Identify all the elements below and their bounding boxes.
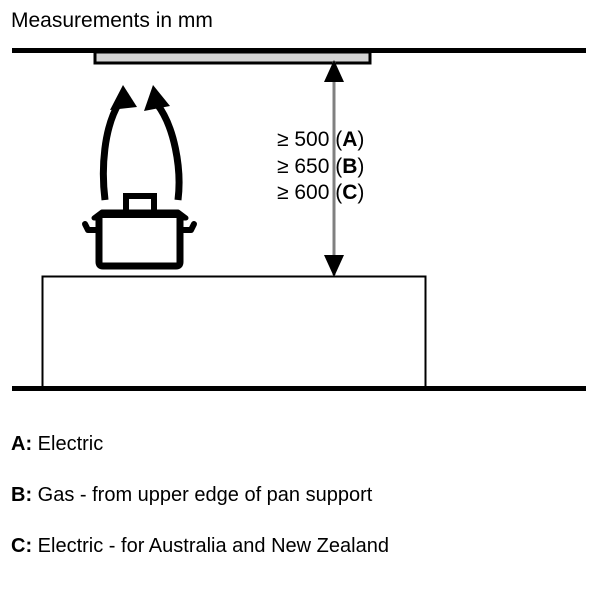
legend: A: Electric B: Gas - from upper edge of … <box>11 419 591 572</box>
dimension-paren-open-b: ( <box>335 154 343 178</box>
dimension-code-b: B <box>342 154 358 178</box>
dimension-value-a: ≥ 500 <box>277 128 330 151</box>
dimension-arrowhead-down <box>324 255 344 277</box>
airflow-arrow-right <box>144 85 183 201</box>
dimension-code-a: A <box>342 128 358 151</box>
legend-row-b: B: Gas - from upper edge of pan support <box>11 470 591 521</box>
dimension-paren-close-c: ) <box>357 181 365 204</box>
legend-key-b: B: <box>11 484 33 506</box>
cooking-pot <box>82 193 197 270</box>
legend-row-c: C: Electric - for Australia and New Zeal… <box>11 521 591 572</box>
pot-handle-left <box>82 221 101 233</box>
legend-key-a: A: <box>11 433 33 455</box>
airflow-arrow-left <box>99 85 137 201</box>
dimension-value-b: ≥ 650 <box>277 154 330 178</box>
page-title: Measurements in mm <box>11 9 213 32</box>
kitchen-counter-block <box>41 275 427 389</box>
extractor-hood <box>93 50 372 65</box>
legend-key-c: C: <box>11 535 33 557</box>
dimension-label-c: ≥ 600 (C) <box>277 180 437 207</box>
dimension-paren-close-b: ) <box>357 154 365 178</box>
pot-handle-right <box>178 221 197 233</box>
pot-lid-rim <box>91 209 189 221</box>
dimension-paren-open-c: ( <box>335 181 343 204</box>
legend-row-a: A: Electric <box>11 419 591 470</box>
dimension-paren-open-a: ( <box>335 128 343 151</box>
dimension-labels: ≥ 500 (A) ≥ 650 (B) ≥ 600 (C) <box>277 127 437 207</box>
dimension-paren-close-a: ) <box>357 128 365 151</box>
legend-text-c: Electric - for Australia and New Zealand <box>37 535 389 557</box>
dimension-value-c: ≥ 600 <box>277 181 330 204</box>
legend-text-b: Gas - from upper edge of pan support <box>37 484 373 506</box>
dimension-label-b: ≥ 650 (B) <box>277 154 437 181</box>
pot-body <box>95 218 184 270</box>
dimension-label-a: ≥ 500 (A) <box>277 127 437 154</box>
dimension-arrowhead-up <box>324 60 344 82</box>
legend-text-a: Electric <box>37 433 104 455</box>
dimension-code-c: C <box>342 181 358 204</box>
